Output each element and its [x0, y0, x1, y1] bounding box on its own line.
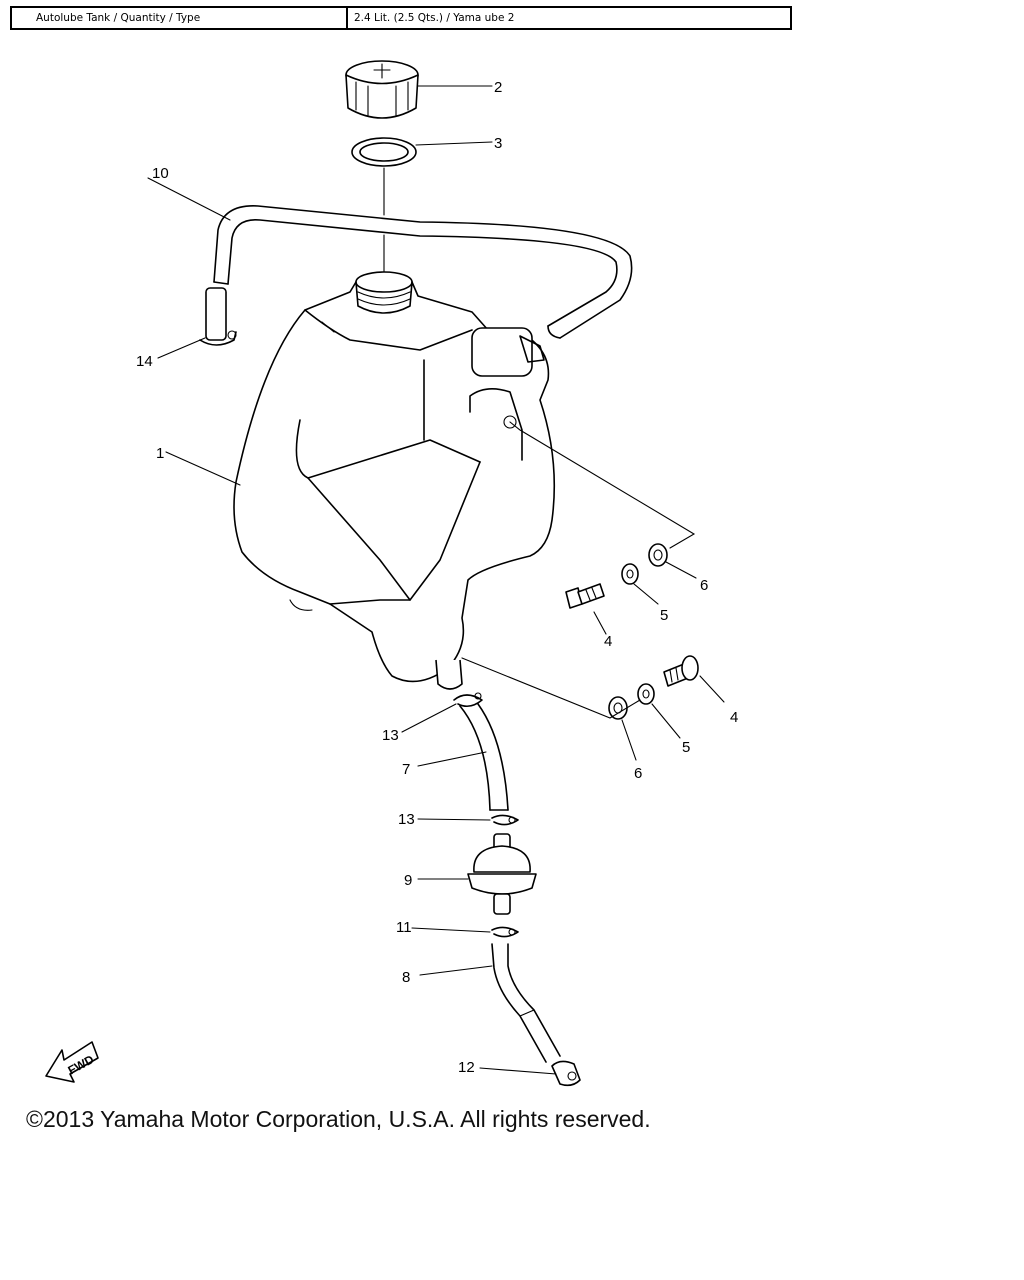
leader-line: [665, 561, 697, 579]
leader-line: [157, 337, 206, 359]
callout-2: 2: [494, 79, 502, 96]
hose-clip-14: [199, 287, 237, 346]
assembly-line: [461, 657, 641, 719]
callout-5-lower: 5: [682, 739, 690, 756]
flat-washer-upper: [648, 543, 668, 567]
callout-13-lower: 13: [398, 811, 415, 828]
oil-filter: [467, 833, 537, 915]
callout-4-upper: 4: [604, 633, 612, 650]
oil-tank: [233, 271, 556, 690]
oil-hose-7: [459, 703, 509, 811]
mounting-bolt-upper: [565, 583, 605, 609]
callout-14: 14: [136, 353, 153, 370]
hose-clip-11: [491, 926, 519, 938]
leader-line: [651, 703, 681, 739]
callout-7: 7: [402, 761, 410, 778]
leader-line: [411, 927, 491, 933]
forward-direction-arrow: FWD: [45, 1041, 99, 1083]
callout-11: 11: [396, 919, 412, 936]
callout-6-upper: 6: [700, 577, 708, 594]
lock-washer-upper: [621, 563, 639, 585]
leader-line: [699, 675, 725, 703]
leader-line: [147, 177, 231, 221]
callout-13-upper: 13: [382, 727, 399, 744]
callout-10: 10: [152, 165, 169, 182]
mounting-bolt-lower: [663, 655, 699, 687]
leader-line: [621, 719, 637, 761]
leader-line: [417, 818, 491, 821]
leader-line: [593, 611, 607, 635]
leader-line: [415, 141, 493, 146]
callout-8: 8: [402, 969, 410, 986]
leader-line: [419, 965, 493, 976]
hose-clip-13-lower: [491, 814, 519, 826]
oil-hose-8: [491, 943, 561, 1063]
callout-3: 3: [494, 135, 502, 152]
cap-gasket: [351, 137, 417, 167]
callout-1: 1: [156, 445, 164, 462]
assembly-line: [509, 421, 696, 549]
leader-line: [633, 583, 659, 605]
leader-line: [165, 451, 241, 486]
callout-5-upper: 5: [660, 607, 668, 624]
spec-value: 2.4 Lit. (2.5 Qts.) / Yama ube 2: [354, 12, 515, 24]
callout-4-lower: 4: [730, 709, 738, 726]
flat-washer-lower: [608, 696, 628, 720]
callout-6-lower: 6: [634, 765, 642, 782]
callout-12: 12: [458, 1059, 475, 1076]
breather-hose: [213, 205, 633, 339]
tank-cap: [345, 60, 419, 119]
leader-line: [417, 751, 487, 767]
lock-washer-lower: [637, 683, 655, 705]
copyright-notice: ©2013 Yamaha Motor Corporation, U.S.A. A…: [26, 1106, 651, 1132]
spec-table: Autolube Tank / Quantity / Type 2.4 Lit.…: [10, 6, 792, 30]
hose-clip-13-upper: [453, 692, 483, 708]
spec-label: Autolube Tank / Quantity / Type: [12, 8, 348, 28]
hose-union-12: [551, 1060, 581, 1087]
leader-line: [401, 703, 457, 733]
callout-9: 9: [404, 872, 412, 889]
leader-line: [479, 1067, 557, 1075]
